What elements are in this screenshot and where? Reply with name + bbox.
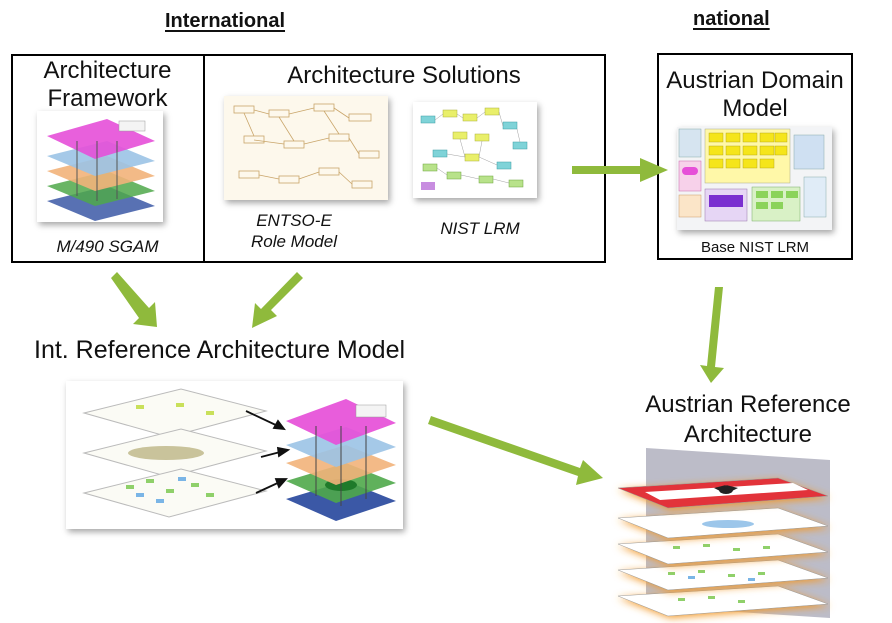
architecture-framework-title: Architecture Framework: [43, 57, 172, 112]
sgam-thumbnail: [37, 111, 163, 222]
entsoe-caption: ENTSO-E Role Model: [251, 211, 337, 251]
austrian-domain-model-box: [657, 53, 853, 260]
austrian-reference-architecture-title: Austrian Reference Architecture: [645, 391, 851, 448]
arrow-solutions-to-int-reference: [252, 272, 303, 328]
arrow-to-austrian-domain: [572, 158, 668, 182]
int-reference-architecture-title: Int. Reference Architecture Model: [34, 336, 406, 364]
architecture-solutions-title: Architecture Solutions: [287, 62, 521, 89]
sgam-caption: M/490 SGAM: [56, 237, 159, 256]
arrow-to-austrian-reference: [700, 287, 724, 383]
arrow-framework-to-int-reference: [111, 272, 157, 327]
arrow-int-to-austrian-reference: [428, 416, 603, 485]
austrian-domain-model-thumbnail: [677, 127, 832, 230]
entsoe-role-model-thumbnail: [224, 96, 388, 200]
austrian-reference-architecture-image: [598, 448, 838, 623]
architecture-solutions-box: [203, 54, 606, 263]
header-national: national: [693, 8, 770, 30]
nist-lrm-caption: NIST LRM: [440, 219, 520, 238]
austrian-domain-model-caption: Base NIST LRM: [700, 239, 810, 256]
header-international: International: [165, 10, 286, 32]
int-reference-architecture-image: [66, 381, 403, 529]
nist-lrm-thumbnail: [413, 102, 537, 198]
austrian-domain-model-title: Austrian Domain Model: [666, 67, 844, 122]
